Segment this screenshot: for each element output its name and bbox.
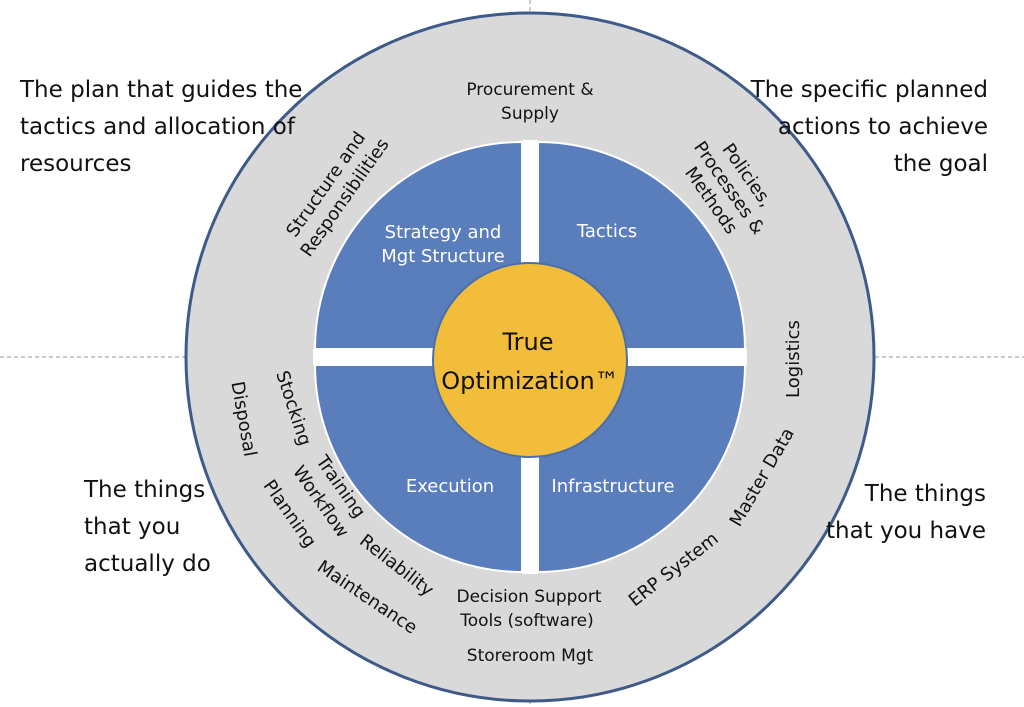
corner-bottom-left-line2: that you: [84, 514, 181, 540]
ring-label-logistics: Logistics: [783, 320, 804, 398]
ring-label-procurement-line1: Procurement &: [466, 80, 593, 100]
corner-top-left-line3: resources: [20, 151, 132, 177]
quadrant-label-strategy-line2: Mgt Structure: [381, 246, 504, 267]
corner-top-right-line1: The specific planned: [750, 77, 988, 103]
center-circle: [432, 262, 628, 458]
center-label-line2: Optimization™: [441, 367, 619, 395]
center-label-line1: True: [502, 328, 554, 356]
quadrant-label-strategy-line1: Strategy and: [385, 222, 502, 243]
quadrant-label-tactics: Tactics: [576, 221, 637, 242]
ring-label-decision-support-line1: Decision Support: [457, 587, 602, 607]
corner-bottom-left-line1: The things: [84, 477, 206, 503]
corner-top-right-line2: actions to achieve: [777, 114, 988, 140]
corner-text-top-right: The specific planned actions to achieve …: [751, 72, 988, 183]
corner-bottom-right-line2: that you have: [825, 518, 986, 544]
quadrant-label-execution: Execution: [406, 476, 494, 497]
ring-label-storeroom: Storeroom Mgt: [467, 646, 594, 666]
corner-top-right-line3: the goal: [893, 151, 988, 177]
corner-top-left-line2: tactics and allocation of: [20, 114, 295, 140]
corner-top-left-line1: The plan that guides the: [20, 77, 303, 103]
corner-text-bottom-left: The things that you actually do: [84, 472, 211, 583]
corner-bottom-right-line1: The things: [864, 481, 986, 507]
ring-label-decision-support-line2: Tools (software): [459, 611, 594, 631]
corner-text-bottom-right: The things that you have: [826, 476, 986, 550]
corner-text-top-left: The plan that guides the tactics and all…: [20, 72, 302, 183]
quadrant-label-infrastructure: Infrastructure: [551, 476, 674, 497]
corner-bottom-left-line3: actually do: [84, 551, 211, 577]
ring-label-procurement-line2: Supply: [501, 104, 559, 124]
